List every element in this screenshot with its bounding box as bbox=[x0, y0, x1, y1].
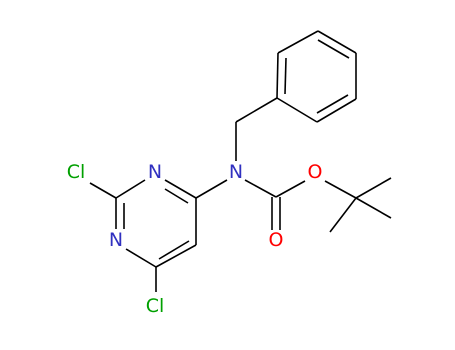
bond bbox=[316, 98, 357, 123]
bond bbox=[276, 52, 279, 99]
bond bbox=[329, 197, 357, 233]
oxygen-label-ester: O bbox=[308, 161, 323, 183]
atom-labels: Cl N N Cl N O O bbox=[67, 161, 323, 317]
bond bbox=[316, 94, 349, 114]
oxygen-label-carbonyl: O bbox=[269, 229, 284, 251]
bond bbox=[164, 188, 189, 204]
bond bbox=[276, 97, 318, 123]
bond bbox=[275, 180, 306, 198]
bond bbox=[158, 240, 190, 260]
bond bbox=[155, 244, 197, 268]
chlorine-label-bottom: Cl bbox=[146, 295, 165, 317]
bond bbox=[277, 30, 319, 54]
nitrogen-label-ring-bottom: N bbox=[109, 229, 123, 251]
bond bbox=[355, 197, 392, 219]
bond bbox=[164, 179, 197, 199]
bond bbox=[115, 179, 146, 199]
bond bbox=[317, 30, 357, 54]
bond bbox=[195, 179, 228, 199]
bond bbox=[324, 180, 357, 199]
nitrogen-label-amine: N bbox=[229, 161, 243, 183]
bond bbox=[284, 57, 287, 95]
bond bbox=[235, 97, 278, 123]
bond bbox=[125, 248, 157, 268]
bond bbox=[317, 39, 350, 59]
bond bbox=[244, 179, 277, 198]
chlorine-label-top: Cl bbox=[67, 161, 86, 183]
bonds bbox=[89, 30, 392, 292]
bond bbox=[89, 182, 117, 199]
bond bbox=[355, 177, 392, 199]
nitrogen-label-ring-top: N bbox=[148, 161, 162, 183]
